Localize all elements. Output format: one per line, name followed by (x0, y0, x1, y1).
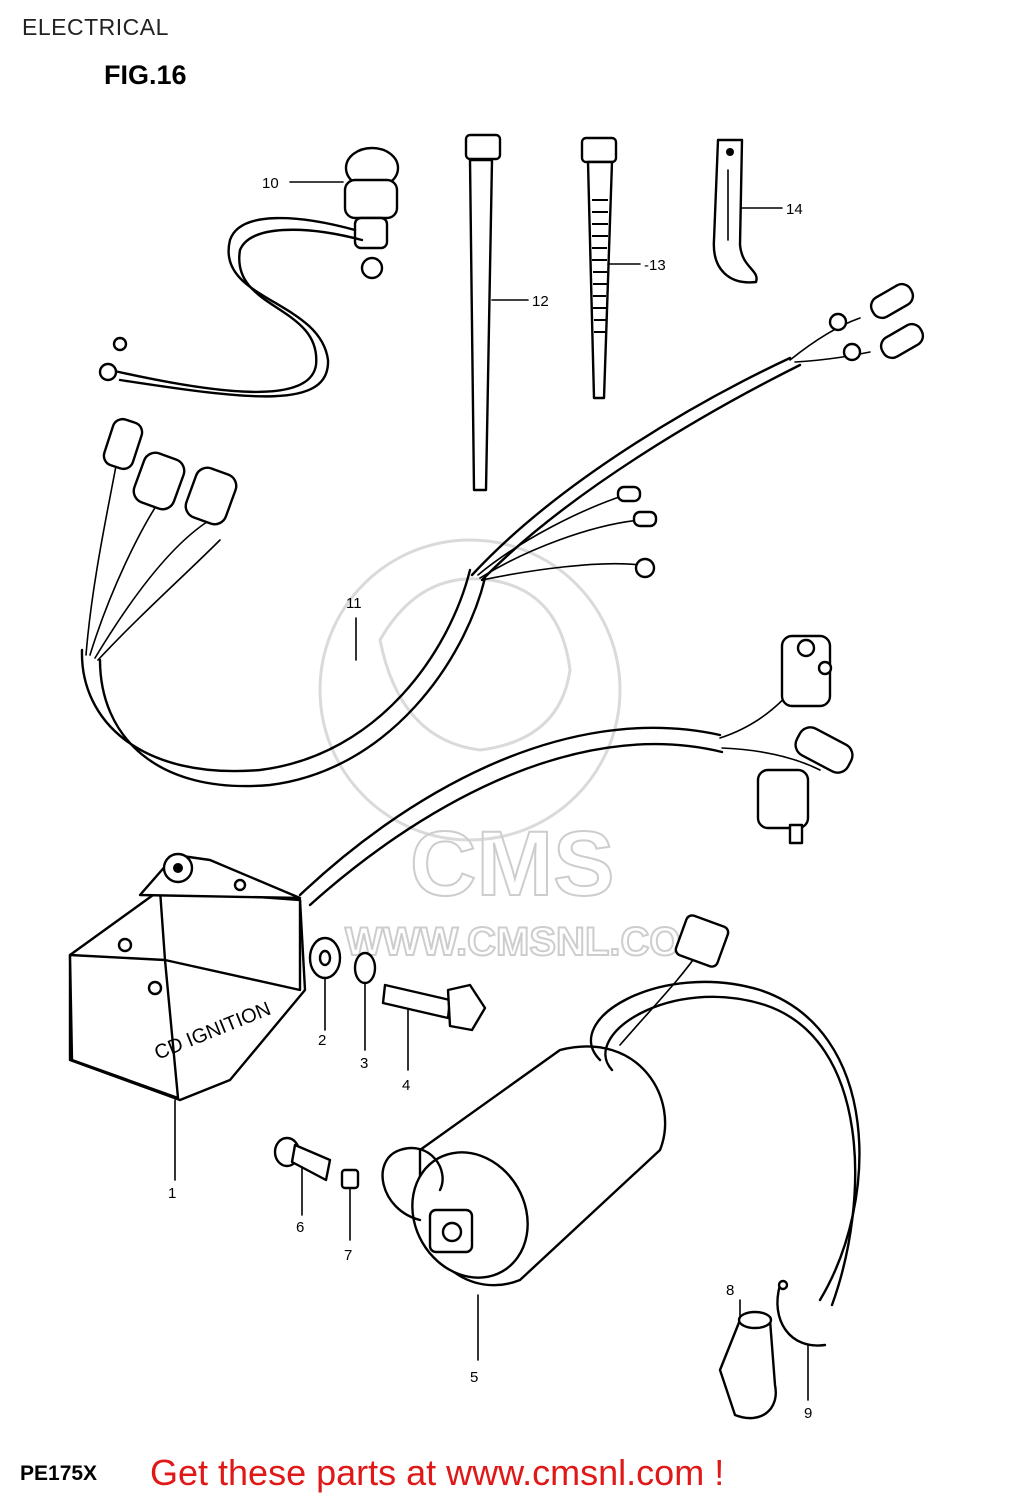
part-3-lock-washer (353, 951, 377, 1051)
callout-10: 10 (262, 175, 279, 192)
part-12-cable-tie (464, 133, 502, 492)
callout-6: 6 (296, 1219, 304, 1236)
callout-1: 1 (168, 1185, 176, 1202)
footer-cta-link[interactable]: Get these parts at www.cmsnl.com ! (150, 1452, 725, 1493)
part-4-bolt (381, 983, 487, 1071)
callout-11: 11 (346, 595, 362, 612)
cms-watermark: CMS WWW.CMSNL.COM (318, 538, 715, 965)
callout-14: 14 (786, 201, 803, 218)
callout-4: 4 (402, 1077, 410, 1094)
callout-2: 2 (318, 1032, 326, 1049)
callout-12: 12 (532, 293, 549, 310)
part-7-nut (340, 1168, 360, 1241)
callout-13: -13 (644, 257, 666, 274)
lower-harness (298, 634, 854, 907)
page-title: ELECTRICAL (22, 14, 169, 40)
part-11-wire-harness (80, 282, 925, 788)
model-code: PE175X (20, 1462, 98, 1485)
part-6-screw (273, 1136, 332, 1216)
part-1-cd-ignition-unit: CD IGNITION (68, 852, 307, 1181)
callout-8: 8 (726, 1282, 734, 1299)
callout-5: 5 (470, 1369, 478, 1386)
callout-9: 9 (804, 1405, 812, 1422)
part-10-switch (98, 146, 400, 398)
part-9-clip (776, 1279, 827, 1401)
figure-label: FIG.16 (104, 60, 187, 90)
callout-3: 3 (360, 1055, 368, 1072)
part-8-plug-cap (718, 1299, 777, 1420)
callout-7: 7 (344, 1247, 352, 1264)
part-13-cable-tie (580, 136, 618, 400)
watermark-cms: CMS (410, 813, 614, 915)
part-14-clamp (712, 138, 758, 284)
callout-leaders (289, 181, 783, 661)
part-5-ignition-coil (381, 914, 861, 1361)
part-2-washer (308, 936, 342, 1031)
watermark-url: WWW.CMSNL.COM (345, 920, 714, 964)
